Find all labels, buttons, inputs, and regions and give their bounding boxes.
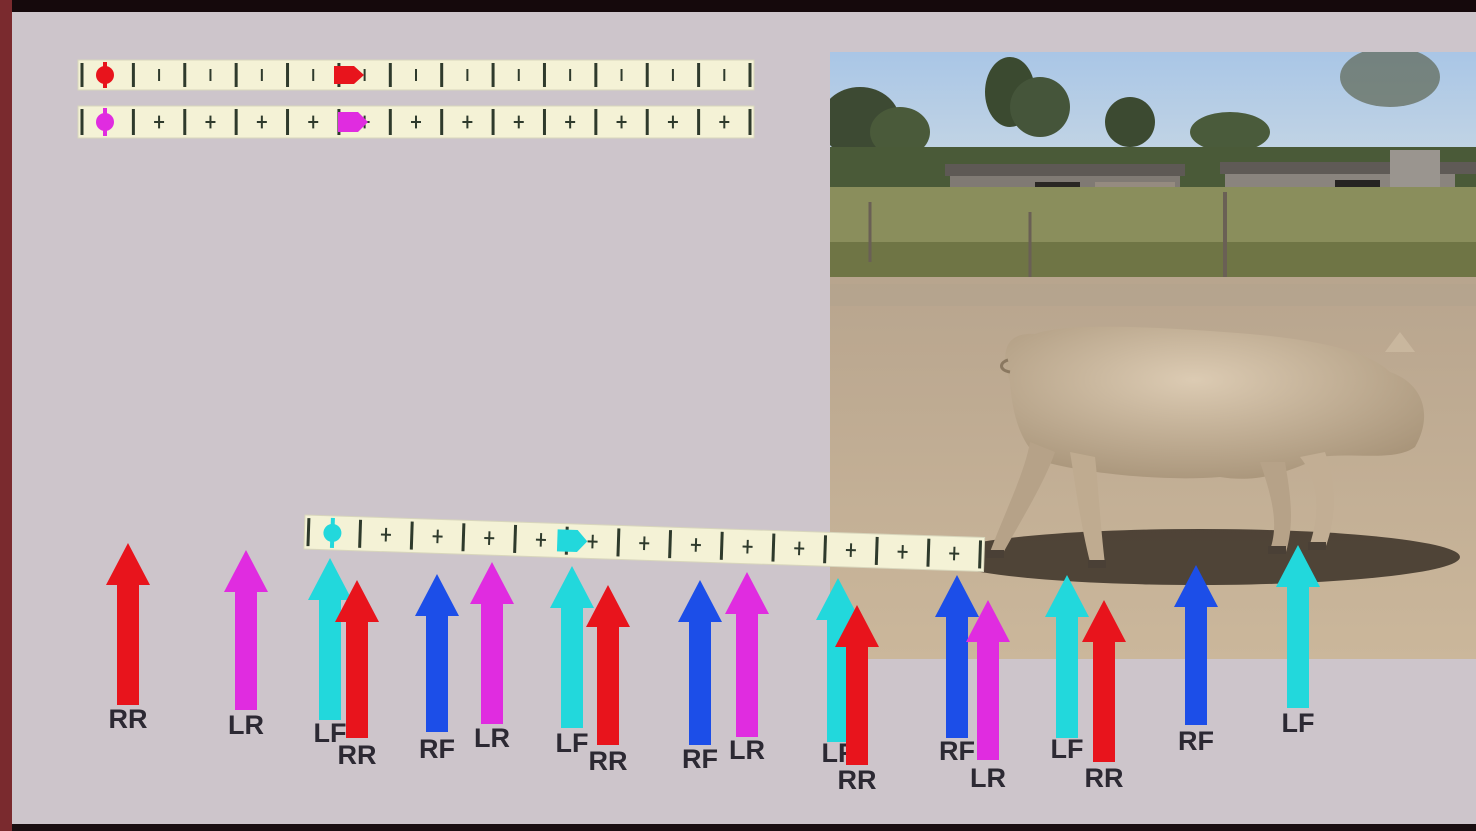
arrow-label: LF — [1282, 708, 1315, 738]
arrow-label: LR — [228, 710, 264, 740]
arrow-head — [550, 566, 594, 608]
arrow-label: RR — [838, 765, 877, 795]
footfall-arrow-lr: LR — [966, 600, 1010, 793]
timeline-tick — [980, 540, 981, 568]
footfall-arrow-rf: RF — [415, 574, 459, 764]
arrow-shaft — [1056, 615, 1078, 738]
arrow-label: RR — [1085, 763, 1124, 793]
arrow-shaft — [1185, 605, 1207, 725]
arrow-head — [725, 572, 769, 614]
arrow-label: RF — [682, 744, 718, 774]
arrow-head — [470, 562, 514, 604]
timeline-tick — [670, 530, 671, 558]
footfall-arrow-rf: RF — [1174, 565, 1218, 756]
timeline-tick — [928, 539, 929, 567]
arrow-shaft — [561, 606, 583, 728]
arrow-shaft — [1093, 640, 1115, 762]
timeline-tick — [773, 534, 774, 562]
arrow-head — [308, 558, 352, 600]
footfall-arrow-rf: RF — [678, 580, 722, 774]
arrow-shaft — [426, 614, 448, 732]
timeline-tick — [308, 518, 309, 546]
arrow-head — [935, 575, 979, 617]
arrow-shaft — [977, 640, 999, 760]
arrow-label: LR — [474, 723, 510, 753]
arrow-label: LR — [729, 735, 765, 765]
arrow-shaft — [481, 602, 503, 724]
arrow-shaft — [319, 598, 341, 720]
arrow-shaft — [117, 583, 139, 705]
footfall-arrow-rr: RR — [106, 543, 150, 734]
arrow-label: LR — [970, 763, 1006, 793]
arrow-head — [106, 543, 150, 585]
timeline-tick — [360, 520, 361, 548]
footfall-arrow-lr: LR — [224, 550, 268, 740]
arrow-shaft — [689, 620, 711, 745]
timeline-tick — [515, 525, 516, 553]
timeline-lf-bar — [304, 515, 985, 572]
footfall-arrow-lf: LF — [308, 558, 352, 748]
arrow-shaft — [597, 625, 619, 745]
timeline-marker-stem — [332, 518, 333, 548]
arrow-label: RR — [109, 704, 148, 734]
footfall-arrow-lf: LF — [1276, 545, 1320, 738]
arrow-label: RF — [1178, 726, 1214, 756]
arrow-label: RF — [419, 734, 455, 764]
arrow-label: LF — [556, 728, 589, 758]
footfall-arrow-rr: RR — [586, 585, 630, 776]
footfall-arrow-rr: RR — [1082, 600, 1126, 793]
timeline-tick — [463, 523, 464, 551]
arrow-shaft — [946, 615, 968, 738]
footfall-arrow-lf: LF — [1045, 575, 1089, 764]
timeline-lr-bar — [78, 106, 754, 138]
arrow-shaft — [235, 590, 257, 710]
arrow-head — [1174, 565, 1218, 607]
arrow-label: LF — [1051, 734, 1084, 764]
arrow-head — [224, 550, 268, 592]
arrow-shaft — [736, 612, 758, 737]
arrow-label: RR — [589, 746, 628, 776]
arrow-head — [1276, 545, 1320, 587]
footfall-arrow-rr: RR — [335, 580, 379, 770]
footfall-arrow-lr: LR — [470, 562, 514, 753]
arrow-head — [415, 574, 459, 616]
arrow-head — [678, 580, 722, 622]
arrow-shaft — [846, 645, 868, 765]
timeline-tick — [411, 522, 412, 550]
footfall-arrow-lr: LR — [725, 572, 769, 765]
arrow-head — [1082, 600, 1126, 642]
footfall-arrow-rf: RF — [935, 575, 979, 766]
timeline-tick — [618, 528, 619, 556]
arrow-shaft — [1287, 585, 1309, 708]
timeline-tick — [825, 535, 826, 563]
arrow-label: RF — [939, 736, 975, 766]
arrow-shaft — [346, 620, 368, 738]
arrow-label: RR — [338, 740, 377, 770]
timeline-tick — [876, 537, 877, 565]
footfall-arrow-lf: LF — [550, 566, 594, 758]
timeline-rr-bar — [78, 60, 754, 90]
arrow-head — [1045, 575, 1089, 617]
timeline-tick — [721, 532, 722, 560]
timelines-layer — [78, 60, 985, 572]
